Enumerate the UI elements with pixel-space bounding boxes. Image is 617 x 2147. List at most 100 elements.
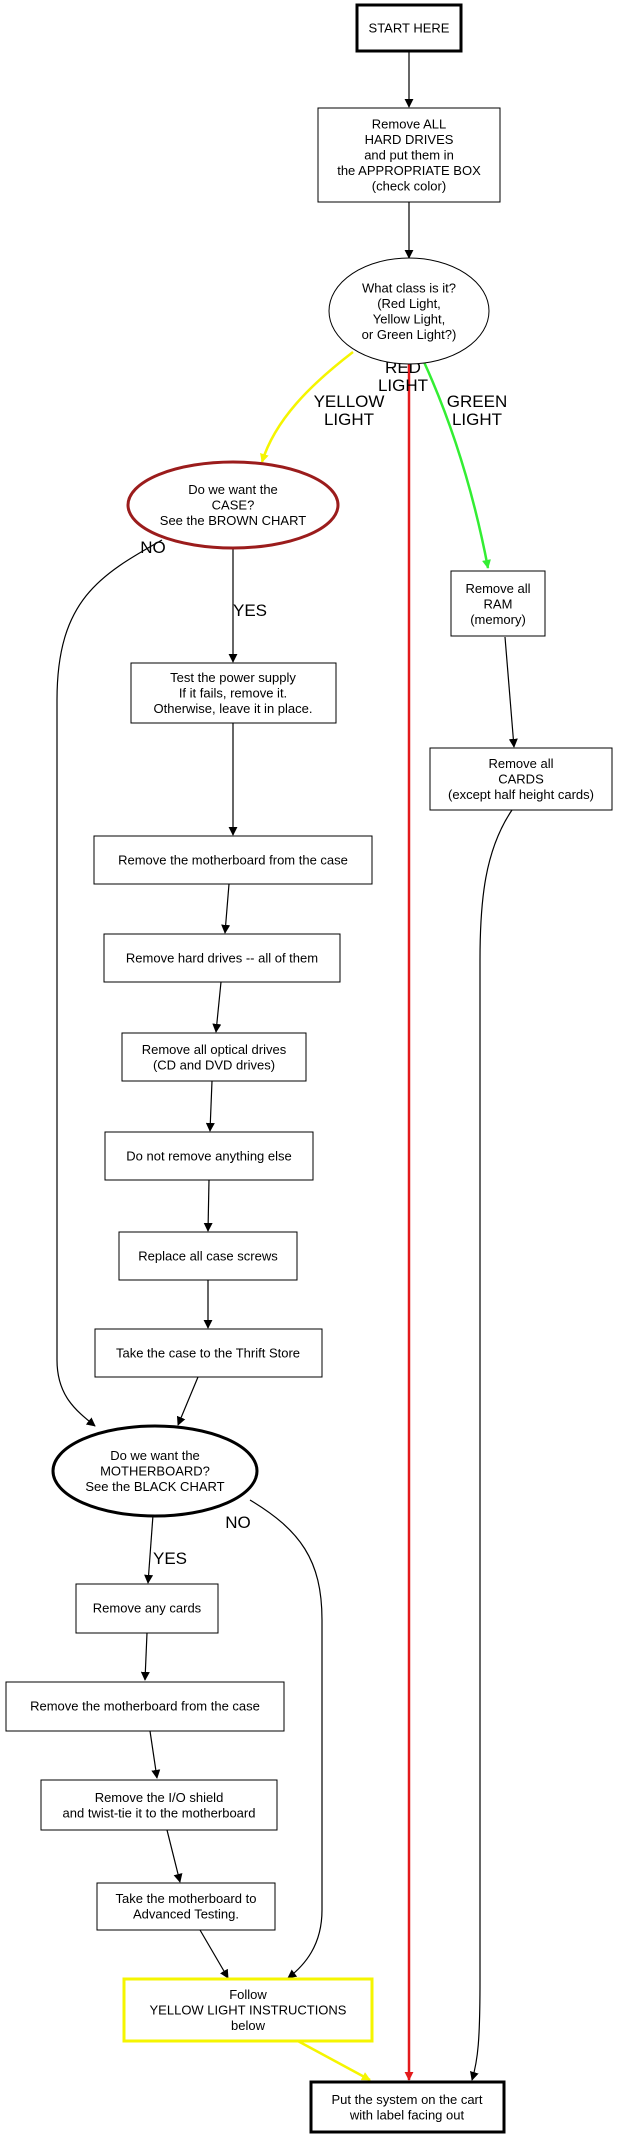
edge-cards-to-cart <box>470 809 513 2081</box>
text-line: (except half height cards) <box>448 787 594 802</box>
node-start-text: START HERE <box>369 21 450 36</box>
edge-follow-to-cart <box>295 2038 371 2082</box>
node-class-question-text: What class is it?(Red Light,Yellow Light… <box>362 280 457 342</box>
mb-yes-label: YES <box>153 1549 187 1568</box>
edge-optical-to-do-not <box>205 1080 215 1132</box>
text-line: Take the motherboard to <box>116 1891 257 1906</box>
text-line: Remove hard drives -- all of them <box>126 951 318 966</box>
node-remove-motherboard-text: Remove the motherboard from the case <box>118 853 348 868</box>
text-line: with label facing out <box>349 2107 465 2122</box>
text-line: Remove any cards <box>93 1601 202 1616</box>
text-line: Yellow Light, <box>373 311 446 326</box>
text-line: below <box>231 2018 266 2033</box>
text-line: Remove all <box>488 756 553 771</box>
text-line: Test the power supply <box>170 670 296 685</box>
node-thrift-store: Take the case to the Thrift Store <box>94 1328 323 1378</box>
node-thrift-store-text: Take the case to the Thrift Store <box>116 1346 300 1361</box>
node-class-question: What class is it?(Red Light,Yellow Light… <box>328 257 490 365</box>
node-do-not-remove-text: Do not remove anything else <box>126 1149 291 1164</box>
text-line: CARDS <box>498 772 544 787</box>
edge-do-not-to-screws <box>203 1179 213 1232</box>
text-line: Replace all case screws <box>138 1249 278 1264</box>
node-remove-optical: Remove all optical drives(CD and DVD dri… <box>121 1032 307 1082</box>
text-line: RAM <box>484 597 513 612</box>
edge-io-to-adv <box>166 1829 183 1883</box>
node-remove-motherboard: Remove the motherboard from the case <box>93 835 373 885</box>
text-line: (Red Light, <box>377 296 441 311</box>
edge-mb-no <box>249 1499 323 1979</box>
node-start: START HERE <box>355 3 463 53</box>
text-line: MOTHERBOARD? <box>100 1464 210 1479</box>
edge-case-no <box>56 539 163 1427</box>
edge-remove-mb2-to-io <box>149 1730 161 1779</box>
text-line: Remove ALL <box>372 117 446 132</box>
text-line: See the BROWN CHART <box>160 513 306 528</box>
text-line: HARD DRIVES <box>365 132 454 147</box>
text-line: Remove all optical drives <box>142 1042 287 1057</box>
text-line: (check color) <box>372 179 446 194</box>
text-line: CASE? <box>212 498 255 513</box>
node-remove-hard-drives-all: Remove hard drives -- all of them <box>103 933 341 983</box>
text-line: GREEN <box>447 392 507 411</box>
node-remove-optical-text: Remove all optical drives(CD and DVD dri… <box>142 1042 287 1073</box>
text-line: Take the case to the Thrift Store <box>116 1346 300 1361</box>
text-line: What class is it? <box>362 280 456 295</box>
edge-cards-to-remove-mb2 <box>140 1632 150 1681</box>
text-line: START HERE <box>369 21 450 36</box>
node-remove-any-cards: Remove any cards <box>75 1583 219 1634</box>
case-no-label: NO <box>140 538 166 557</box>
edge-class-yellow <box>260 351 354 463</box>
text-line: the APPROPRIATE BOX <box>337 163 481 178</box>
text-line: If it fails, remove it. <box>179 686 287 701</box>
edge-remove-mb-to-hdd <box>221 883 231 934</box>
edge-adv-to-follow <box>199 1929 229 1979</box>
edge-mb-yes <box>144 1514 154 1584</box>
text-line: NO <box>225 1513 251 1532</box>
text-line: Remove the motherboard from the case <box>118 853 348 868</box>
node-remove-motherboard-2-text: Remove the motherboard from the case <box>30 1699 260 1714</box>
text-line: See the BLACK CHART <box>85 1479 224 1494</box>
mb-no-label: NO <box>225 1513 251 1532</box>
node-replace-screws: Replace all case screws <box>118 1231 298 1281</box>
text-line: Remove all <box>465 581 530 596</box>
text-line: Do we want the <box>110 1448 200 1463</box>
case-yes-label: YES <box>233 601 267 620</box>
text-line: Follow <box>229 1987 267 2002</box>
text-line: and put them in <box>364 148 454 163</box>
text-line: or Green Light?) <box>362 327 457 342</box>
text-line: Do not remove anything else <box>126 1149 291 1164</box>
text-line: YES <box>233 601 267 620</box>
edge-ram-to-cards <box>504 636 518 748</box>
node-remove-any-cards-text: Remove any cards <box>93 1601 202 1616</box>
text-line: YES <box>153 1549 187 1568</box>
text-line: Put the system on the cart <box>331 2092 482 2107</box>
text-line: YELLOW LIGHT INSTRUCTIONS <box>150 2003 347 2018</box>
text-line: Advanced Testing. <box>133 1906 239 1921</box>
node-remove-hard-drives-all-text: Remove hard drives -- all of them <box>126 951 318 966</box>
text-line: YELLOW <box>314 392 385 411</box>
text-line: Remove the motherboard from the case <box>30 1699 260 1714</box>
text-line: LIGHT <box>378 376 428 395</box>
node-replace-screws-text: Replace all case screws <box>138 1249 278 1264</box>
